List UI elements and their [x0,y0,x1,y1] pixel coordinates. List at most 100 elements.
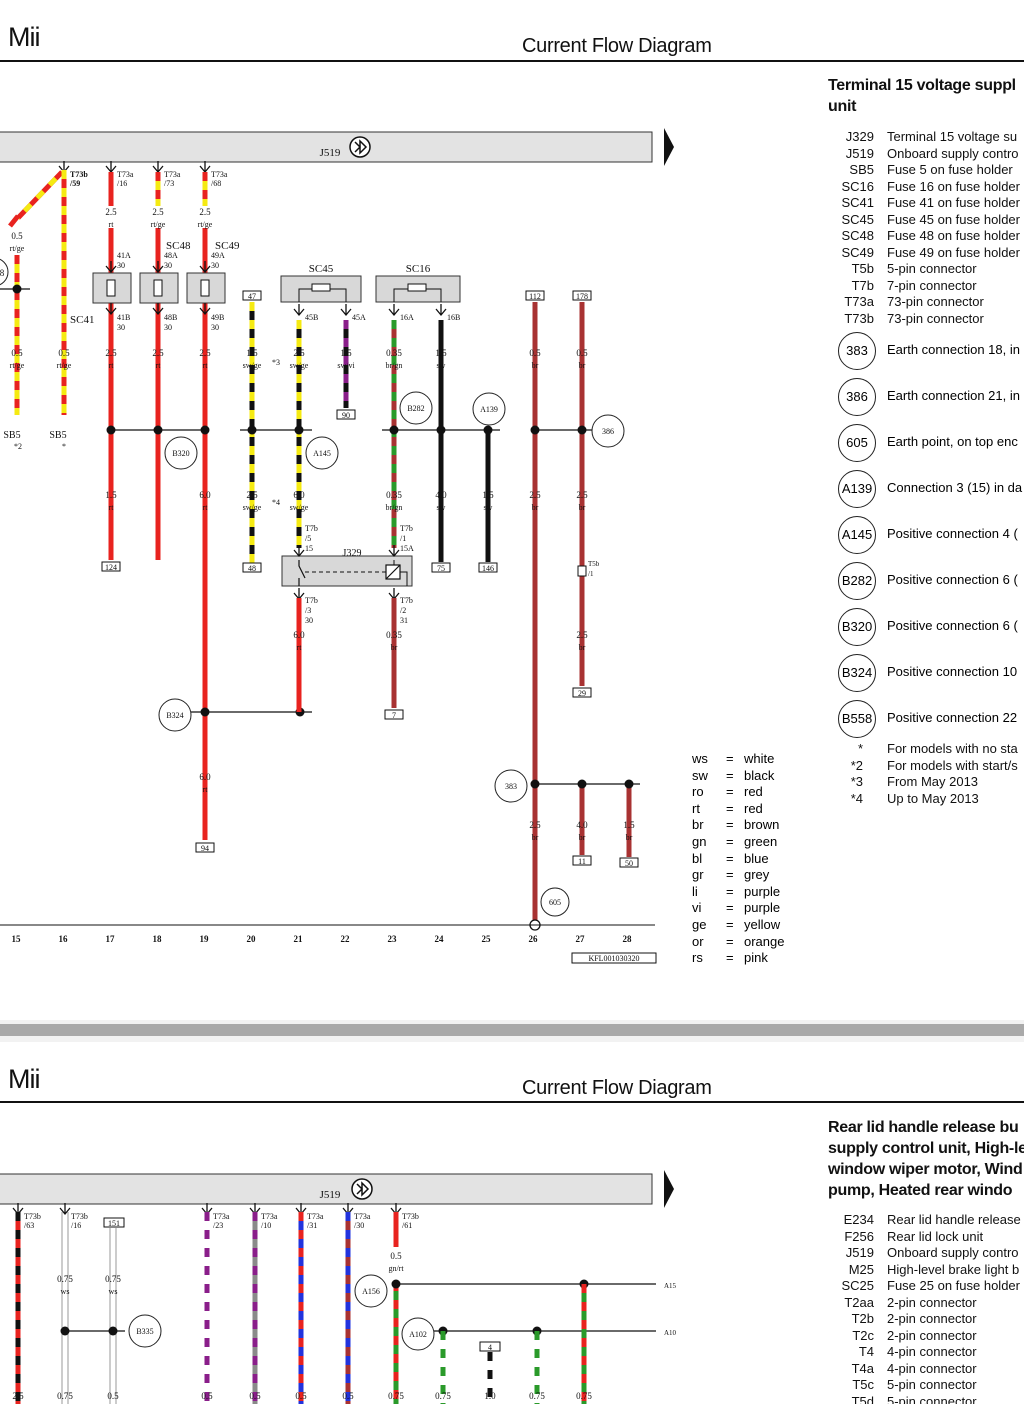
column-number: 25 [482,934,492,944]
terminal-box [572,290,592,301]
terminal-label: 48 [248,564,256,573]
wire-colour-label: br [579,361,586,370]
legend-desc: Fuse 16 on fuse holder [887,178,1020,194]
diagram-text: T7b [305,524,318,533]
colour-key-abbr: or [692,933,704,949]
colour-key-name: red [744,784,763,800]
connection-desc: Positive connection 6 ( [887,618,1018,633]
legend-desc: Fuse 41 on fuse holder [887,195,1020,210]
diagram-text: T73a [164,170,181,179]
legend-code: SC25 [841,1278,874,1293]
legend-code: SC41 [841,195,874,210]
connection-circle: A145 [838,516,876,554]
colour-key-abbr: bl [692,850,703,866]
wire-gauge-label: 0.5 [107,1391,119,1401]
terminal-box [242,290,262,301]
colour-key-name: purple [744,900,781,916]
legend-code: T7b [851,277,874,293]
wire-gauge-label: 0.75 [529,1391,545,1401]
diagram-text: 48A [164,251,178,260]
node-label: B282 [407,404,424,413]
node-label: A139 [480,405,498,414]
wire-colour-label: rt [156,361,162,370]
diagram-text: 30 [211,323,219,332]
junction-dot [106,425,116,435]
section-title: Rear lid handle release bu supply contro… [828,1119,1024,1199]
legend-desc: Fuse 45 on fuse holder [887,211,1020,227]
j519-bar [0,131,653,163]
terminal-label: 94 [201,844,209,853]
wire-gauge-label: 0.5 [201,1391,213,1401]
wire-colour-label: br [532,361,539,370]
colour-key-eq: = [726,950,734,966]
terminal-box [525,290,545,301]
colour-key-eq: = [726,867,734,883]
node-circle [540,887,570,917]
connector-label: /61 [402,1221,412,1230]
colour-key-eq: = [726,900,734,916]
colour-key-abbr: li [692,883,698,899]
wire-gauge-label: 2.5 [152,348,164,358]
terminal-label: 75 [437,564,445,573]
wire-gauge-label: 0.5 [249,1391,261,1401]
wire-gauge-label: 2.5 [293,348,305,358]
wire-gauge-label: 0.35 [386,348,402,358]
legend-code: SC16 [841,178,874,194]
legend-code: T5c [852,1377,874,1392]
connection-circle: B558 [838,700,876,738]
wire-colour-label: sw/vi [337,361,355,370]
wire-gauge-label: 2.5 [12,1391,24,1401]
colour-key-eq: = [726,883,734,899]
page-title: Current Flow Diagram [522,1077,712,1099]
diagram-text: /1 [400,534,406,543]
colour-key-eq: = [726,933,734,949]
wire-colour-label: rt/ge [10,361,25,370]
fuse-icon [407,283,427,292]
connection-circle: B282 [838,562,876,600]
colour-key-name: pink [744,950,768,966]
wire-colour-label: br [532,833,539,842]
wire-colour-label: br [579,833,586,842]
wire-gauge-label: 6.0 [199,490,211,500]
junction-dot [530,425,540,435]
junction-dot [483,425,493,435]
diagram-text: 41B [117,313,130,322]
wire-gauge-label: 6.0 [293,630,305,640]
colour-key-abbr: sw [692,767,708,783]
legend-desc: Fuse 5 on fuse holder [887,162,1013,177]
page-separator [0,1020,1024,1042]
legend-desc: 2-pin connector [887,1294,977,1310]
junction-dot [577,425,587,435]
colour-key-name: brown [744,817,780,833]
column-number: 19 [200,934,210,944]
legend-desc: 4-pin connector [887,1344,977,1359]
diagram-text: T73a [211,170,228,179]
note-mark: *2 [850,757,863,773]
circuit-diagram: J519T73b/63T73b/16T73a/23T73a/10T73a/31T… [0,1170,677,1404]
relay-wiring [393,560,408,586]
legend-code: J519 [845,1245,874,1260]
connection-desc: Earth connection 18, in [887,342,1020,357]
page-continue-arrow-icon [664,128,674,166]
wire-colour-label: br/gn [386,361,403,370]
wire-gauge-label: 0.5 [390,1251,402,1261]
wire-gauge-label: 2.5 [199,348,211,358]
ground-symbol-icon [354,139,368,155]
fuse-holder [92,272,132,304]
terminal-box [431,562,451,573]
edge-label: A10 [664,1329,677,1337]
connection-circle: 386 [838,378,876,416]
diagram-text: /5 [305,534,311,543]
page-title: Current Flow Diagram [522,35,712,57]
wire-stripe [16,170,64,220]
wire-colour-label: rt/ge [10,244,25,253]
junction-dot [624,779,634,789]
colour-key-eq: = [726,917,734,932]
legend-desc: Rear lid lock unit [887,1228,984,1244]
wire-colour-label: sw/ge [243,503,262,512]
junction-dot [153,425,163,435]
colour-key-abbr: rs [692,950,703,966]
junction-dot [294,425,304,435]
legend-code: SB5 [849,162,874,177]
diagram-text: 30 [305,616,313,625]
